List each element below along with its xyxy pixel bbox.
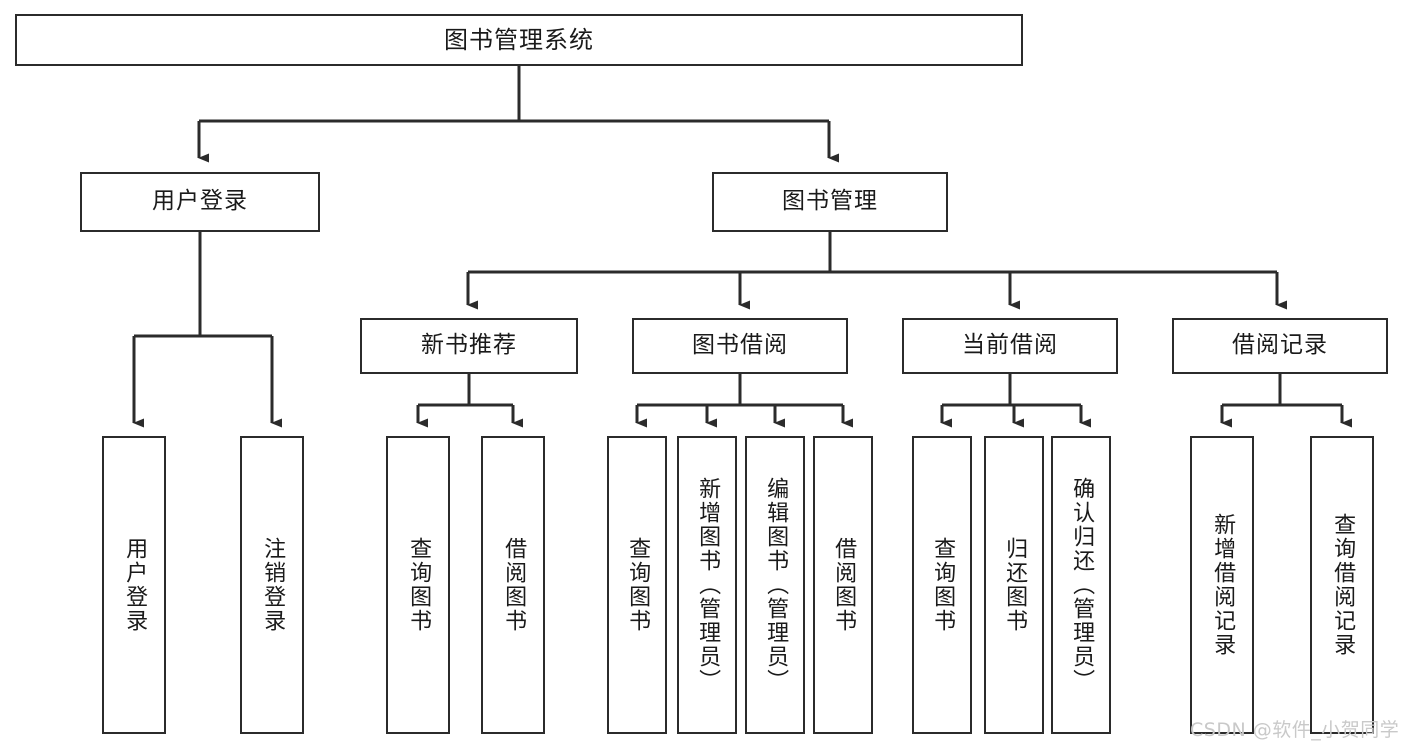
node-current-borrow-label: 当前借阅 [962,332,1058,359]
leaf-return-book[interactable]: 归还图书 [984,436,1044,734]
leaf-borrow-book-2-label: 借阅图书 [831,537,857,633]
leaf-query-book-2-label: 查询图书 [625,537,651,633]
node-new-book-recommend[interactable]: 新书推荐 [360,318,578,374]
node-current-borrow[interactable]: 当前借阅 [902,318,1118,374]
node-borrow-record[interactable]: 借阅记录 [1172,318,1388,374]
leaf-confirm-return-label: 确认归还（管理员） [1069,477,1095,693]
leaf-user-logout-label: 注销登录 [260,537,286,633]
leaf-return-book-label: 归还图书 [1002,537,1028,633]
node-book-manage-label: 图书管理 [782,188,878,215]
node-new-book-recommend-label: 新书推荐 [421,332,517,359]
leaf-user-login[interactable]: 用户登录 [102,436,166,734]
leaf-add-book-label: 新增图书（管理员） [695,477,721,693]
leaf-confirm-return[interactable]: 确认归还（管理员） [1051,436,1111,734]
node-user-login-label: 用户登录 [152,188,248,215]
csdn-watermark: CSDN @软件_小贺同学 [1190,719,1400,741]
leaf-user-login-label: 用户登录 [122,537,148,633]
node-root-label: 图书管理系统 [444,25,594,54]
leaf-user-logout[interactable]: 注销登录 [240,436,304,734]
node-book-borrow[interactable]: 图书借阅 [632,318,848,374]
node-book-borrow-label: 图书借阅 [692,332,788,359]
node-book-manage[interactable]: 图书管理 [712,172,948,232]
leaf-query-book-3-label: 查询图书 [930,537,956,633]
node-root[interactable]: 图书管理系统 [15,14,1023,66]
leaf-add-record-label: 新增借阅记录 [1210,513,1236,657]
leaf-query-book-2[interactable]: 查询图书 [607,436,667,734]
leaf-borrow-book-1[interactable]: 借阅图书 [481,436,545,734]
leaf-query-record[interactable]: 查询借阅记录 [1310,436,1374,734]
node-user-login[interactable]: 用户登录 [80,172,320,232]
leaf-add-book[interactable]: 新增图书（管理员） [677,436,737,734]
leaf-edit-book-label: 编辑图书（管理员） [763,477,789,693]
node-borrow-record-label: 借阅记录 [1232,332,1328,359]
leaf-query-book-1-label: 查询图书 [406,537,432,633]
leaf-borrow-book-1-label: 借阅图书 [501,537,527,633]
leaf-add-record[interactable]: 新增借阅记录 [1190,436,1254,734]
leaf-borrow-book-2[interactable]: 借阅图书 [813,436,873,734]
leaf-edit-book[interactable]: 编辑图书（管理员） [745,436,805,734]
leaf-query-book-1[interactable]: 查询图书 [386,436,450,734]
leaf-query-record-label: 查询借阅记录 [1330,513,1356,657]
leaf-query-book-3[interactable]: 查询图书 [912,436,972,734]
